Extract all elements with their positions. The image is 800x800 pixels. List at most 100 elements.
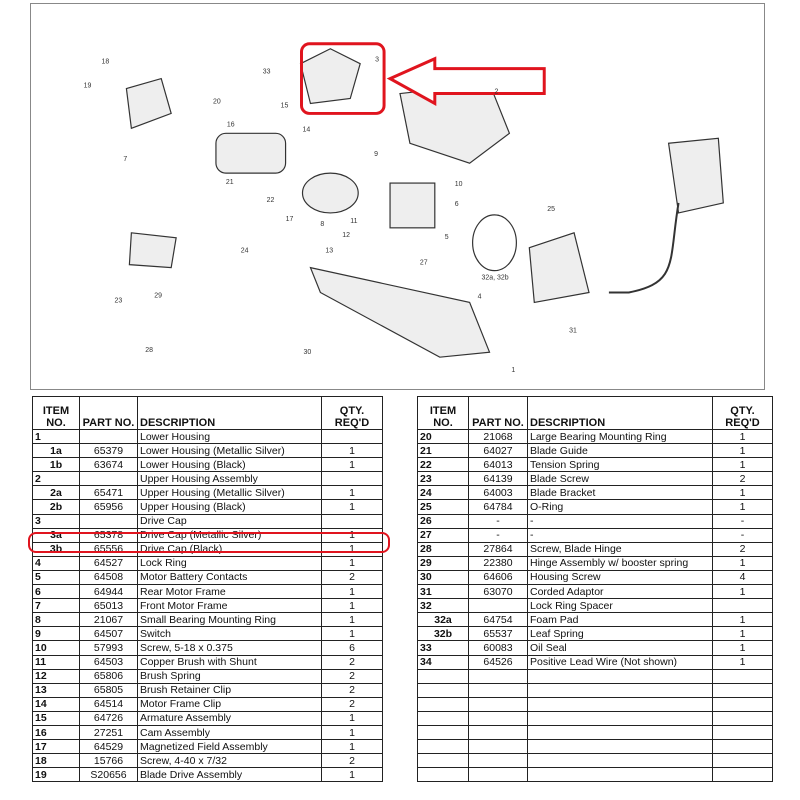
part-no-cell: [468, 753, 528, 769]
qty-cell: 2: [321, 654, 383, 670]
qty-cell: 6: [321, 640, 383, 656]
table-row: [417, 739, 773, 755]
callout-label: 28: [145, 347, 153, 354]
part-no-cell: 15766: [79, 753, 138, 769]
table-row: [417, 767, 773, 783]
part-no-cell: [79, 428, 138, 445]
item-no-cell: 1: [32, 428, 80, 445]
qty-header: QTY.REQ'D: [321, 396, 383, 430]
upper-housing-part: [399, 82, 511, 164]
part-no-cell: 27251: [79, 724, 138, 741]
part-no-cell: 64503: [79, 654, 138, 670]
corded-adaptor-part: [667, 137, 724, 214]
part-no-cell: 64527: [79, 555, 138, 571]
part-no-cell: 60083: [468, 640, 528, 656]
part-no-cell: 63070: [468, 584, 528, 600]
description-cell: Screw, 4-40 x 7/32: [137, 753, 322, 769]
item-no-cell: 16: [32, 724, 80, 741]
part-no-cell: [468, 710, 528, 726]
description-cell: Switch: [137, 626, 322, 642]
callout-label: 12: [342, 232, 350, 239]
part-no-cell: 64784: [468, 499, 528, 515]
part-no-cell: 64529: [79, 739, 138, 755]
item-no-cell: 28: [417, 541, 469, 557]
qty-cell: 1: [712, 443, 773, 459]
item-no-cell: 2: [32, 471, 80, 487]
item-no-cell: 17: [32, 739, 80, 755]
part-no-cell: [468, 767, 528, 783]
part-no-cell: [468, 682, 528, 698]
item-no-cell: [417, 767, 469, 783]
item-no-cell: 25: [417, 499, 469, 515]
description-cell: Motor Frame Clip: [137, 696, 322, 712]
callout-label: 16: [227, 121, 235, 128]
item-no-cell: 9: [32, 626, 80, 642]
qty-cell: [321, 471, 383, 487]
description-cell: Front Motor Frame: [137, 598, 322, 614]
callout-label: 25: [547, 206, 555, 213]
qty-cell: 1: [321, 443, 383, 459]
callout-label: 14: [302, 126, 310, 133]
item-no-cell: 24: [417, 485, 469, 501]
callout-label: 4: [478, 293, 482, 300]
description-cell: -: [527, 527, 713, 543]
part-no-cell: 22380: [468, 555, 528, 571]
description-cell: Blade Bracket: [527, 485, 713, 501]
description-cell: Upper Housing (Metallic Silver): [137, 485, 322, 501]
qty-cell: 1: [712, 428, 773, 445]
qty-cell: 1: [712, 485, 773, 501]
item-no-cell: 21: [417, 443, 469, 459]
part-no-cell: [468, 696, 528, 712]
description-cell: Lower Housing: [137, 428, 322, 445]
item-no-cell: 29: [417, 555, 469, 571]
qty-cell: 1: [321, 767, 383, 783]
callout-label: 3: [375, 57, 379, 64]
item-no-cell: 2b: [32, 499, 80, 515]
item-no-cell: 23: [417, 471, 469, 487]
item-no-cell: 1a: [32, 443, 80, 459]
part-no-cell: 65537: [468, 626, 528, 642]
qty-cell: 2: [712, 541, 773, 557]
item-no-cell: 4: [32, 555, 80, 571]
part-no-cell: S20656: [79, 767, 138, 783]
callout-label: 6: [455, 201, 459, 208]
adaptor-cord: [608, 202, 680, 294]
item-no-cell: [417, 696, 469, 712]
item-no-cell: [417, 753, 469, 769]
qty-cell: 2: [712, 471, 773, 487]
part-no-cell: [79, 513, 138, 529]
qty-cell: 1: [321, 739, 383, 755]
callout-label: 31: [569, 327, 577, 334]
item-no-cell: 31: [417, 584, 469, 600]
qty-cell: 1: [321, 626, 383, 642]
description-cell: Large Bearing Mounting Ring: [527, 428, 713, 445]
qty-cell: 1: [321, 457, 383, 473]
description-cell: [527, 724, 713, 741]
description-cell: O-Ring: [527, 499, 713, 515]
qty-cell: 2: [321, 668, 383, 684]
item-no-cell: 26: [417, 513, 469, 529]
item-no-cell: [417, 724, 469, 741]
part-no-cell: -: [468, 513, 528, 529]
callout-label: 23: [114, 297, 122, 304]
part-no-cell: 65471: [79, 485, 138, 501]
qty-cell: 1: [712, 555, 773, 571]
description-cell: Lock Ring Spacer: [527, 598, 713, 614]
item-no-cell: 33: [417, 640, 469, 656]
description-cell: Screw, Blade Hinge: [527, 541, 713, 557]
part-no-cell: 64514: [79, 696, 138, 712]
callout-label: 10: [455, 181, 463, 188]
